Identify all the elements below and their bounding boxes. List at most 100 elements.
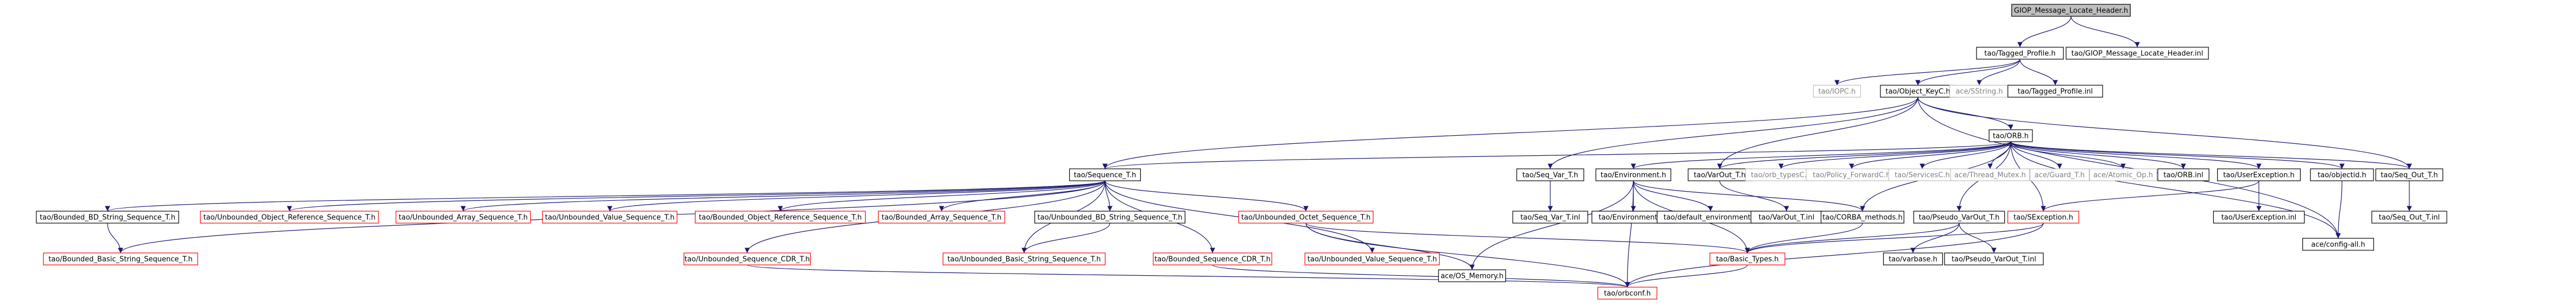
- edge-tagged_profile_h-to-tagged_profile_inl: [2019, 59, 2058, 86]
- graph-node-bd-basic-string-seq-t-h[interactable]: tao/Bounded_Basic_String_Sequence_T.h: [43, 252, 198, 265]
- graph-node-unb-basic-string-seq-t-h[interactable]: tao/Unbounded_Basic_String_Sequence_T.h: [943, 252, 1106, 265]
- graph-node-environment-h[interactable]: tao/Environment.h: [1595, 168, 1671, 181]
- graph-node-config-all-h[interactable]: ace/config-all.h: [2302, 238, 2375, 251]
- edge-ubd_bd_string_seq_t_h-to-bd_basic_string_seq_t_h: [107, 223, 123, 254]
- node-box: [1304, 252, 1440, 265]
- node-box: [43, 252, 198, 265]
- graph-node-giop-locate-inl[interactable]: tao/GIOP_Message_Locate_Header.inl: [2066, 47, 2209, 60]
- node-label: tao/varbase.h: [1889, 256, 1937, 264]
- node-box: [2089, 168, 2157, 181]
- node-label: tao/objectid.h: [2318, 172, 2366, 180]
- graph-node-os-memory-h[interactable]: ace/OS_Memory.h: [1438, 269, 1506, 282]
- node-label: tao/Unbounded_Value_Sequence_T.h: [1308, 256, 1437, 264]
- edge-environment_h-to-orbconf_h: [1625, 180, 1634, 288]
- node-label: tao/Unbounded_Sequence_CDR_T.h: [685, 256, 810, 264]
- node-label: tao/Unbounded_Basic_String_Sequence_T.h: [948, 256, 1101, 264]
- node-box: [1976, 47, 2064, 60]
- graph-node-pseudo-varout-t-inl[interactable]: tao/Pseudo_VarOut_T.inl: [1944, 252, 2044, 265]
- edge-bd_sequence_cdr_t_h-to-orbconf_h: [1212, 264, 1630, 288]
- node-box: [943, 252, 1106, 265]
- edge-unb_bd_string_seq_t_h-to-unb_basic_string_seq_t_h: [1021, 223, 1110, 254]
- graph-node-seq-var-t-h[interactable]: tao/Seq_Var_T.h: [1516, 168, 1584, 181]
- node-box: [1512, 211, 1588, 224]
- edge-object_keyc_h-to-orb_h: [1917, 97, 2013, 130]
- graph-node-ubd-value-seq-t-h2[interactable]: tao/Unbounded_Value_Sequence_T.h: [1304, 252, 1440, 265]
- graph-node-policy-forwardc-h: tao/Policy_ForwardC.h: [1805, 168, 1898, 181]
- graph-node-default-environment-h[interactable]: tao/default_environment.h: [1657, 211, 1764, 224]
- graph-node-guard-t-h: ace/Guard_T.h: [2029, 168, 2090, 181]
- edge-sequence_t_h-to-bd_object_ref_seq_t_h: [778, 180, 1106, 212]
- edge-sequence_t_h-to-ubd_object_ref_seq_t_h: [287, 180, 1106, 212]
- graph-node-ubd-sequence-cdr-t-h[interactable]: tao/Unbounded_Sequence_CDR_T.h: [683, 252, 811, 265]
- edge-orb_h-to-policy_forwardc_h: [1849, 141, 2011, 169]
- graph-node-ubd-octet-seq-t-h[interactable]: tao/Unbounded_Octet_Sequence_T.h: [1238, 211, 1374, 224]
- graph-node-ubd-value-seq-t-h[interactable]: tao/Unbounded_Value_Sequence_T.h: [542, 211, 678, 224]
- graph-node-ubd-array-seq-t-h[interactable]: tao/Unbounded_Array_Sequence_T.h: [395, 211, 531, 224]
- graph-node-pseudo-varout-t-h[interactable]: tao/Pseudo_VarOut_T.h: [1913, 211, 2005, 224]
- graph-node-tagged-profile-h[interactable]: tao/Tagged_Profile.h: [1976, 47, 2064, 60]
- edge-root-to-giop_locate_inl: [2070, 16, 2140, 48]
- edge-varout_t_h-to-varout_t_inl: [1719, 180, 1789, 212]
- graph-node-object-keyc-h[interactable]: tao/Object_KeyC.h: [1880, 85, 1956, 98]
- graph-node-seq-out-t-h[interactable]: tao/Seq_Out_T.h: [2375, 168, 2444, 181]
- graph-node-root[interactable]: GIOP_Message_Locate_Header.h: [2011, 4, 2131, 17]
- graph-node-basic-types-h[interactable]: tao/Basic_Types.h: [1709, 252, 1785, 265]
- edge-object_keyc_h-to-config_all_h: [1917, 97, 2341, 239]
- node-label: tao/Unbounded_BD_String_Sequence_T.h: [1038, 214, 1183, 222]
- node-box: [1238, 211, 1374, 224]
- node-box: [542, 211, 678, 224]
- graph-node-orbconf-h[interactable]: tao/orbconf.h: [1597, 287, 1658, 300]
- graph-node-varout-t-h[interactable]: tao/VarOut_T.h: [1688, 168, 1752, 181]
- graph-node-ubd-object-ref-seq-t-h[interactable]: tao/Unbounded_Object_Reference_Sequence_…: [200, 211, 379, 224]
- graph-node-tagged-profile-inl[interactable]: tao/Tagged_Profile.inl: [2007, 85, 2103, 98]
- edge-orb_h-to-orb_typesc_h: [1778, 141, 2011, 169]
- graph-node-sequence-t-h[interactable]: tao/Sequence_T.h: [1069, 168, 1141, 181]
- edge-sequence_t_h-to-ubd_bd_string_seq_t_h: [105, 180, 1106, 212]
- graph-node-corba-methods-h[interactable]: tao/CORBA_methods.h: [1821, 211, 1904, 224]
- graph-node-iopc-h: tao/IOPC.h: [1813, 85, 1861, 98]
- edge-orb_h-to-userexception_h: [2010, 141, 2262, 169]
- node-box: [2310, 168, 2374, 181]
- graph-node-orb-h[interactable]: tao/ORB.h: [1988, 129, 2033, 142]
- graph-node-objectid-h[interactable]: tao/objectid.h: [2310, 168, 2374, 181]
- edge-corba_methods_h-to-basic_types_h: [1745, 223, 1863, 254]
- graph-node-bd-object-ref-seq-t-h[interactable]: tao/Bounded_Object_Reference_Sequence_T.…: [694, 211, 866, 224]
- node-label: tao/Object_KeyC.h: [1885, 88, 1950, 96]
- graph-node-environment-inl[interactable]: tao/Environment.inl: [1592, 211, 1675, 224]
- edge-orb_h-to-environment_h: [1631, 141, 2011, 169]
- graph-node-varbase-h[interactable]: tao/varbase.h: [1883, 252, 1943, 265]
- node-label: tao/Unbounded_Array_Sequence_T.h: [399, 214, 528, 222]
- node-label: tao/Seq_Out_T.inl: [2379, 214, 2440, 222]
- edge-object_keyc_h-to-seq_var_t_h: [1548, 97, 1918, 169]
- node-label: ace/Guard_T.h: [2035, 172, 2085, 180]
- graph-node-varout-t-inl[interactable]: tao/VarOut_T.inl: [1751, 211, 1823, 224]
- graph-node-sexception-h[interactable]: tao/SException.h: [2007, 211, 2080, 224]
- node-label: ace/Atomic_Op.h: [2093, 172, 2153, 180]
- edge-orb_h-to-config_all_h: [2010, 141, 2341, 239]
- node-box: [2007, 211, 2080, 224]
- graph-node-orb-inl[interactable]: tao/ORB.inl: [2157, 168, 2209, 181]
- node-box: [2011, 4, 2131, 17]
- graph-node-userexception-inl[interactable]: tao/UserException.inl: [2213, 211, 2305, 224]
- graph-node-bd-sequence-cdr-t-h[interactable]: tao/Bounded_Sequence_CDR_T.h: [1153, 252, 1272, 265]
- graph-node-seq-out-t-inl[interactable]: tao/Seq_Out_T.inl: [2371, 211, 2447, 224]
- node-label: tao/Seq_Out_T.h: [2381, 172, 2438, 180]
- graph-node-ubd-bd-string-seq-t-h[interactable]: tao/Bounded_BD_String_Sequence_T.h: [36, 211, 179, 224]
- node-box: [694, 211, 866, 224]
- graph-node-seq-var-t-inl[interactable]: tao/Seq_Var_T.inl: [1512, 211, 1588, 224]
- edge-environment_h-to-os_memory_h: [1469, 180, 1634, 270]
- graph-node-unb-bd-string-seq-t-h[interactable]: tao/Unbounded_BD_String_Sequence_T.h: [1034, 211, 1185, 224]
- node-box: [1595, 168, 1671, 181]
- edge-orb_h-to-objectid_h: [2010, 141, 2345, 169]
- node-label: tao/Bounded_Array_Sequence_T.h: [882, 214, 1002, 222]
- node-label: tao/IOPC.h: [1819, 88, 1856, 96]
- node-label: ace/OS_Memory.h: [1441, 273, 1504, 281]
- graph-node-atomic-op-h: ace/Atomic_Op.h: [2089, 168, 2157, 181]
- graph-node-userexception-h[interactable]: tao/UserException.h: [2217, 168, 2301, 181]
- graph-node-thread-mutex-h: ace/Thread_Mutex.h: [1950, 168, 2030, 181]
- node-box: [395, 211, 531, 224]
- graph-node-bd-array-seq-t-h[interactable]: tao/Bounded_Array_Sequence_T.h: [877, 211, 1006, 224]
- node-label: tao/CORBA_methods.h: [1822, 214, 1902, 222]
- node-label: tao/ServicesC.h: [1895, 172, 1950, 180]
